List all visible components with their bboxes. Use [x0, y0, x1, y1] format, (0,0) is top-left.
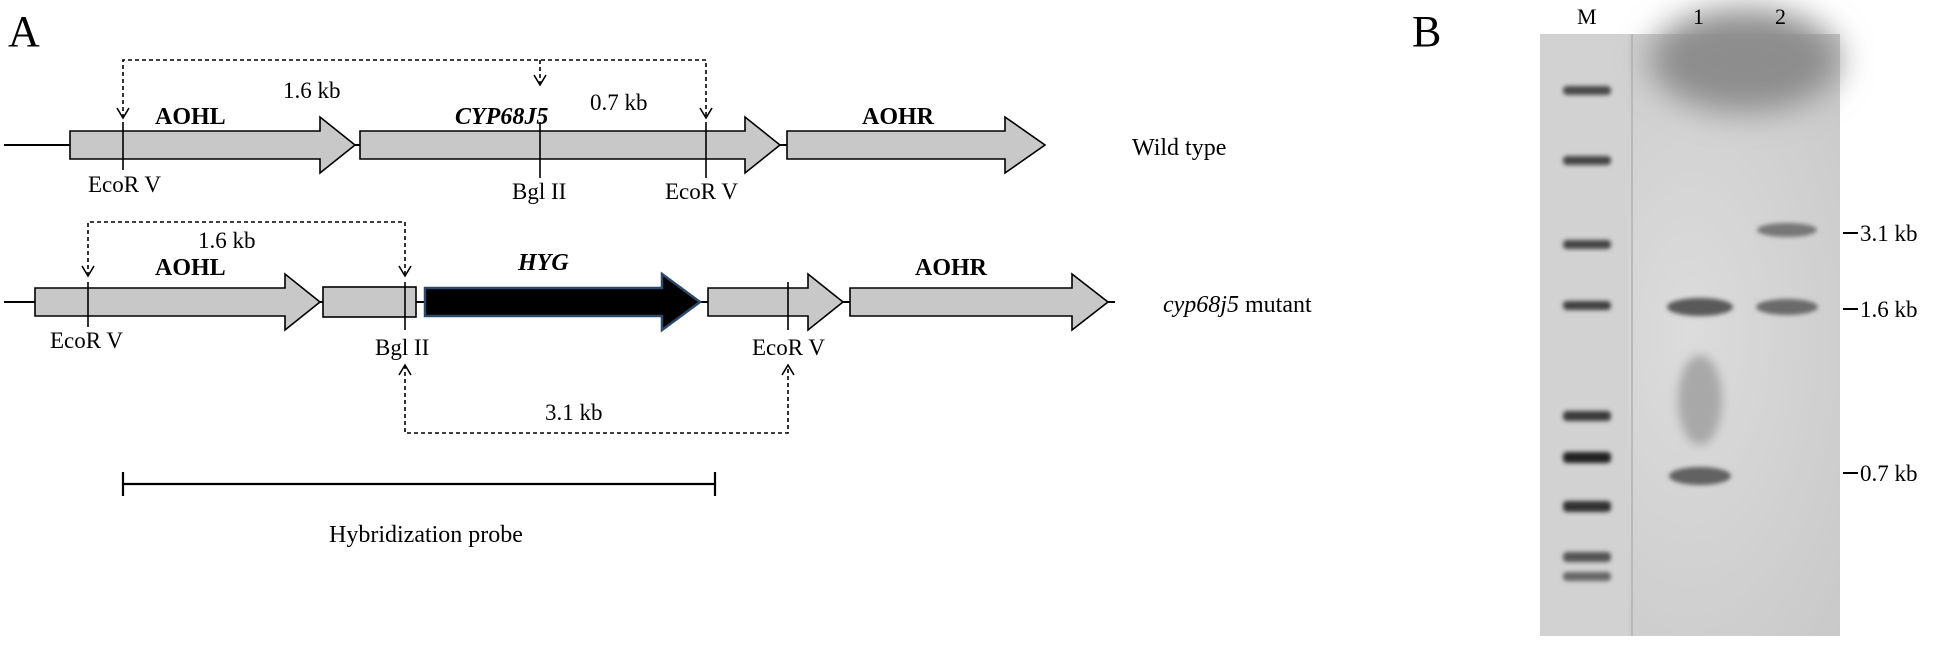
wild-type-track: AOHL CYP68J5 AOHR Wild type EcoR V Bgl I…: [4, 59, 1226, 204]
mutant-hyg-arrow: [423, 271, 703, 333]
wild-type-aohl-arrow: [69, 115, 357, 175]
wild-type-aohl-label: AOHL: [155, 104, 226, 130]
wild-type-aohr-arrow: [786, 115, 1047, 175]
mutant-arrowhead-bottom-left: [398, 363, 412, 376]
size-label-0-7kb: 0.7 kb: [1860, 461, 1918, 486]
mutant-ecorv-right-label: EcoR V: [752, 335, 825, 360]
lane2-band-3-1kb: [1757, 223, 1817, 237]
gel-marker-lane-strip: [1540, 34, 1628, 636]
mutant-hyg-label: HYG: [517, 250, 569, 276]
lane1-band-1-6kb: [1667, 298, 1733, 316]
mutant-arrowhead-top-left: [81, 265, 95, 278]
mutant-aohl-arrow: [34, 272, 322, 332]
lane-label-1: 1: [1693, 4, 1704, 29]
wild-type-cyp68j5-arrow: [359, 115, 782, 175]
mutant-cyp68j5-remnant: [322, 286, 417, 318]
wild-type-arrowhead-left: [116, 107, 130, 120]
ladder-band: [1563, 86, 1611, 95]
wild-type-ecorv-left-label: EcoR V: [88, 172, 161, 197]
ladder-band: [1563, 240, 1611, 249]
mutant-name-italic: cyp68j5: [1163, 292, 1239, 318]
ladder-band: [1563, 452, 1611, 463]
lane1-smear: [1678, 355, 1722, 445]
mutant-arrowhead-bottom-right: [781, 363, 795, 376]
ladder-band: [1563, 156, 1611, 165]
panel-b-letter: B: [1412, 7, 1441, 56]
mutant-aohr-label: AOHR: [915, 255, 988, 281]
mutant-arrowhead-top-right: [398, 265, 412, 278]
lane1-band-0-7kb: [1669, 467, 1731, 485]
mutant-fragment-top-bracket: [87, 221, 406, 276]
wild-type-ecorv-right-label: EcoR V: [665, 179, 738, 204]
lane-label-2: 2: [1775, 4, 1786, 29]
mutant-fragment-top-label: 1.6 kb: [198, 228, 256, 253]
ladder-band: [1563, 552, 1611, 562]
mutant-name: cyp68j5 mutant: [1163, 292, 1312, 318]
size-label-3-1kb: 3.1 kb: [1860, 221, 1918, 246]
mutant-aohr-arrow: [849, 272, 1110, 332]
mutant-name-suffix: mutant: [1239, 292, 1312, 318]
wild-type-fragment-right-label: 0.7 kb: [590, 90, 648, 115]
wild-type-arrowhead-middle: [533, 74, 547, 87]
wild-type-cyp68j5-label: CYP68J5: [455, 104, 548, 130]
ladder-band: [1563, 501, 1611, 512]
ladder-band: [1563, 301, 1611, 310]
wild-type-arrowhead-right: [699, 107, 713, 120]
mutant-aohl-label: AOHL: [155, 255, 226, 281]
ladder-band: [1563, 572, 1611, 581]
panel-a-letter: A: [8, 7, 40, 56]
wild-type-bglii-label: Bgl II: [512, 179, 566, 204]
gel-well-smear: [1650, 8, 1840, 112]
mutant-bglii-label: Bgl II: [375, 335, 429, 360]
mutant-fragment-bottom-bracket: [404, 365, 789, 434]
marker-ladder: [1563, 86, 1611, 581]
gel-image: [1540, 8, 1840, 636]
wild-type-aohr-label: AOHR: [862, 104, 935, 130]
wild-type-fragment-bracket: [122, 59, 707, 118]
mutant-fragment-bottom-label: 3.1 kb: [545, 400, 603, 425]
size-label-1-6kb: 1.6 kb: [1860, 297, 1918, 322]
mutant-track: AOHL HYG AOHR cyp68j5 mutant EcoR V Bgl …: [4, 221, 1312, 434]
ladder-band: [1563, 411, 1611, 421]
wild-type-fragment-left-label: 1.6 kb: [283, 78, 341, 103]
mutant-truncated-arrow: [707, 272, 845, 332]
lane-label-marker: M: [1577, 4, 1597, 29]
hybridization-probe: Hybridization probe: [121, 472, 717, 548]
lane2-band-1-6kb: [1756, 299, 1818, 315]
probe-label: Hybridization probe: [329, 522, 523, 548]
mutant-ecorv-left-label: EcoR V: [50, 328, 123, 353]
wild-type-name: Wild type: [1132, 135, 1226, 161]
